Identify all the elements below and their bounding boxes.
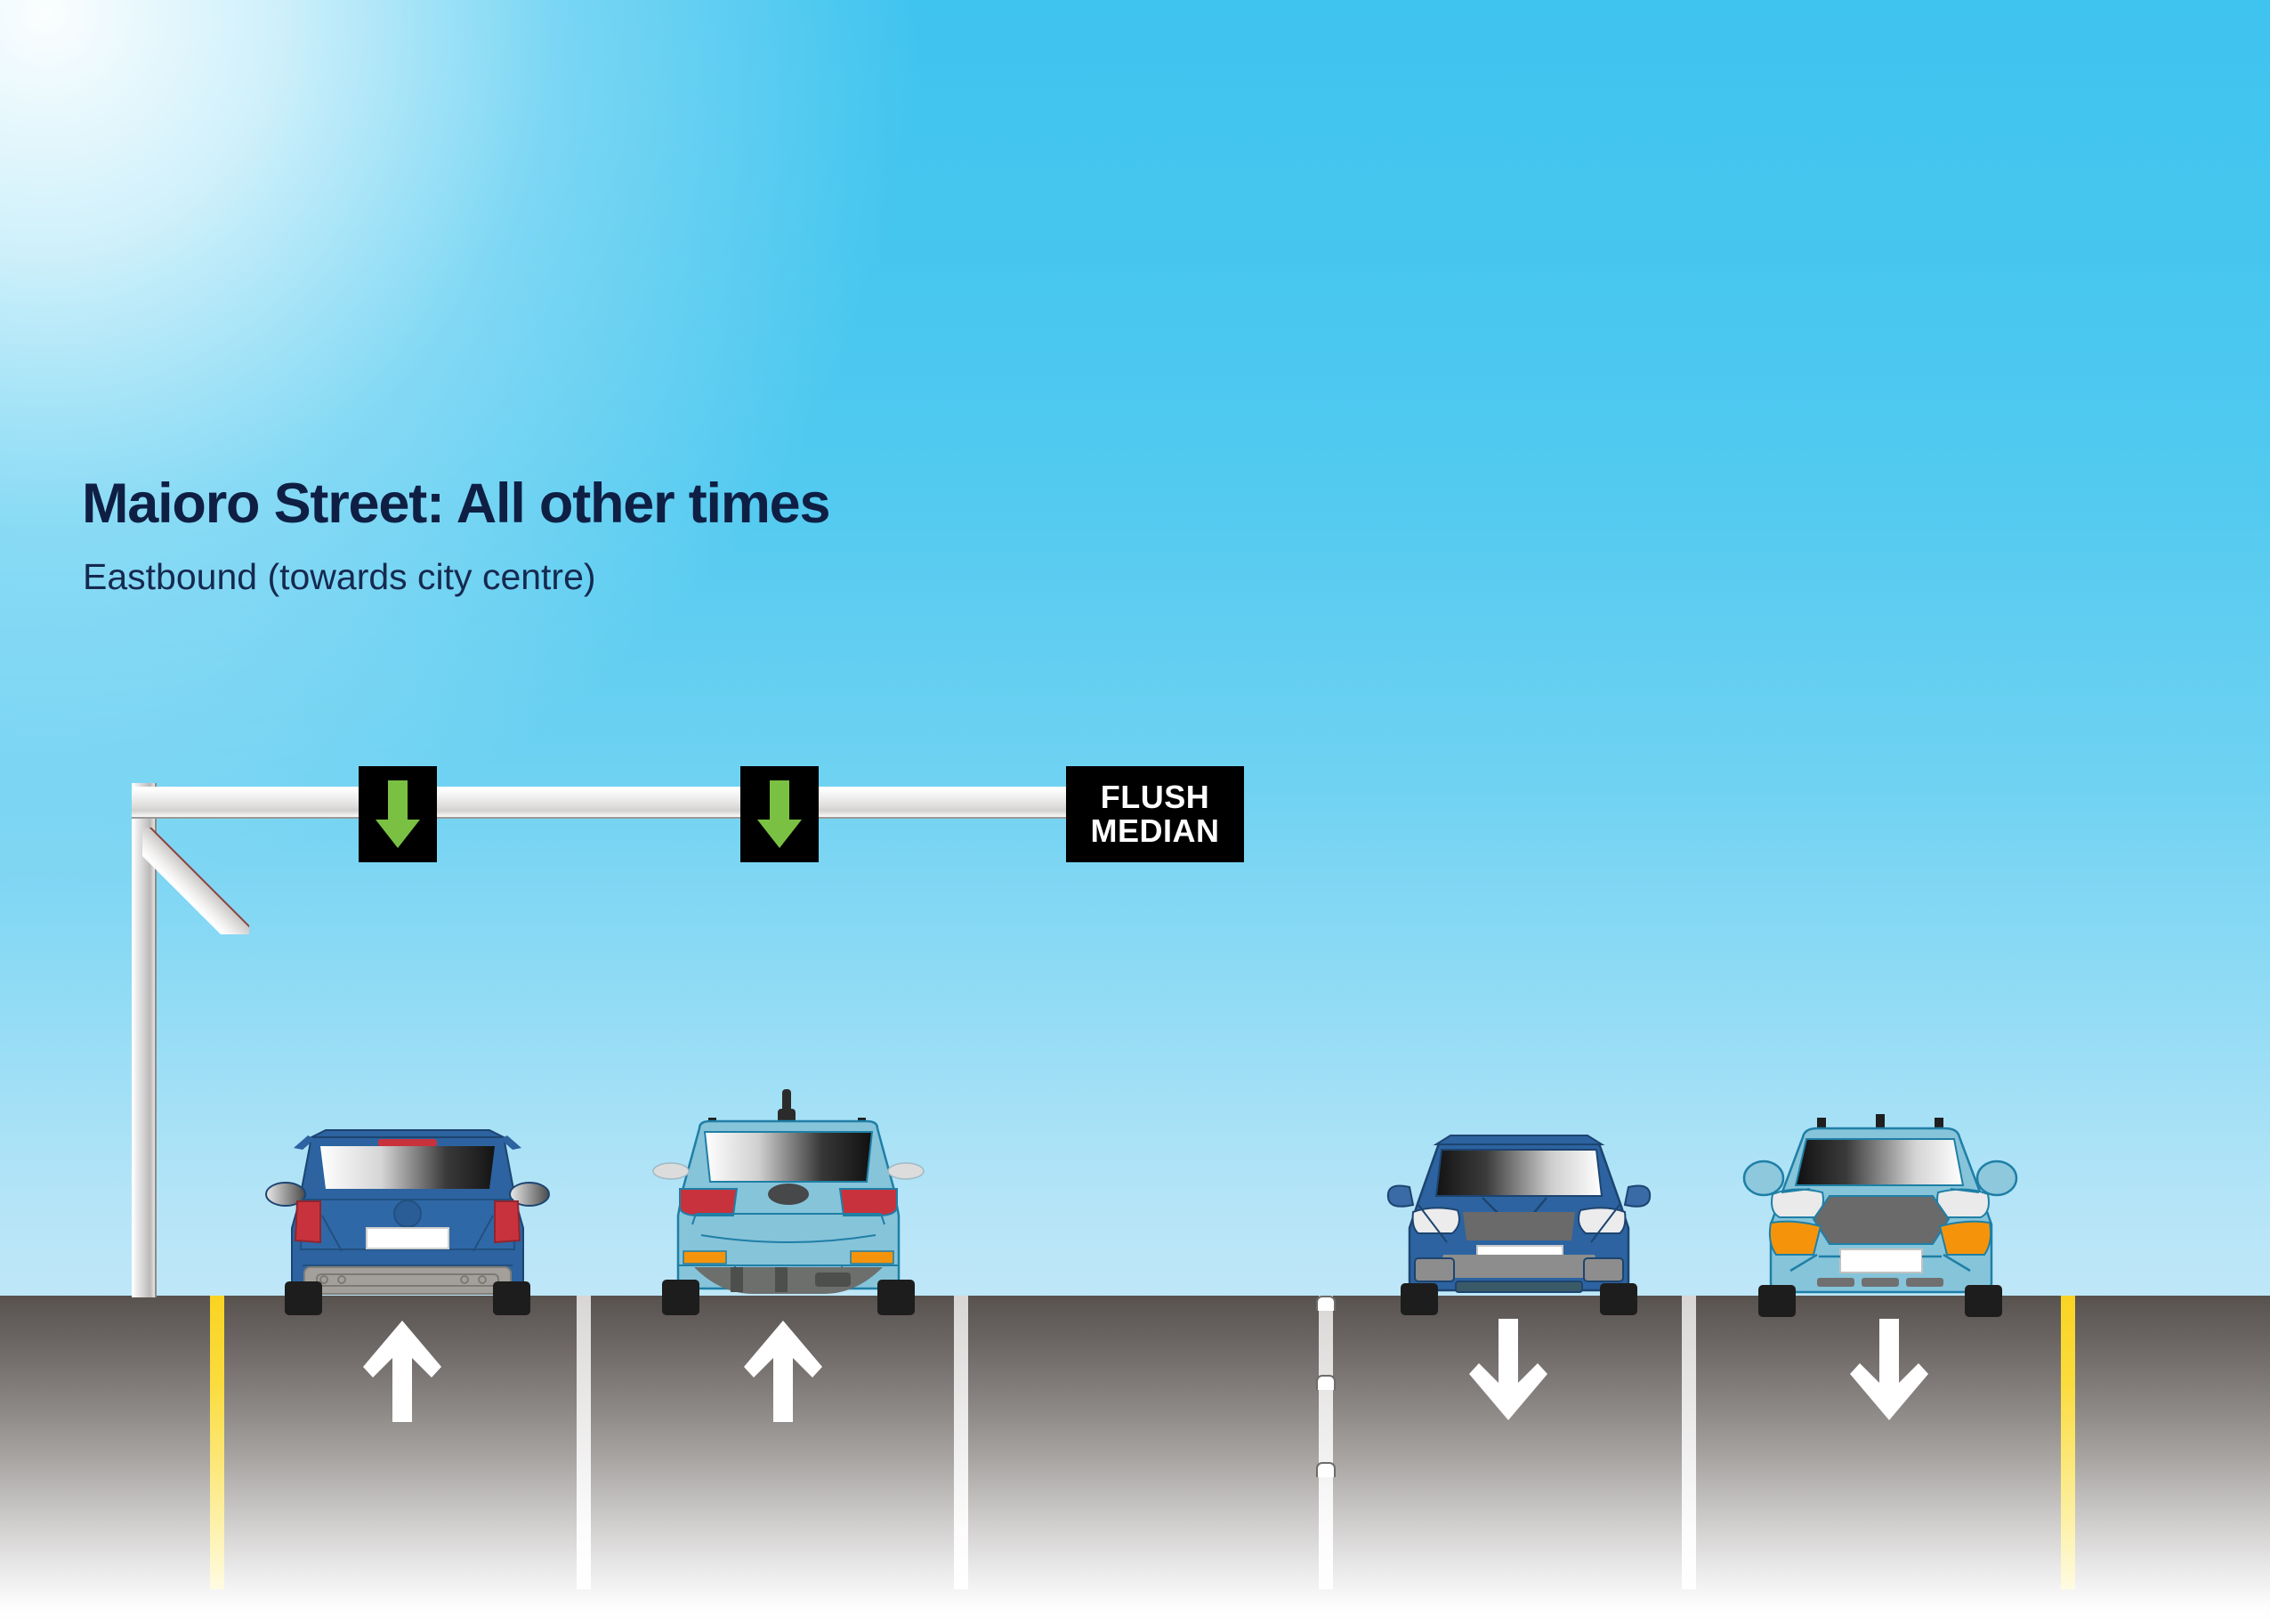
up-arrow-road-marking — [362, 1317, 442, 1424]
gantry-diagonal-brace — [142, 828, 249, 934]
vehicle-light-blue-hatch-rear — [637, 1082, 940, 1315]
road-stud-icon — [1316, 1462, 1336, 1477]
green-down-arrow-icon — [755, 779, 804, 850]
up-arrow-road-marking — [743, 1317, 823, 1424]
flush-median-line-2: MEDIAN — [1090, 812, 1220, 849]
page-subtitle: Eastbound (towards city centre) — [83, 556, 596, 597]
flush-median-line-1: FLUSH — [1100, 778, 1210, 815]
gantry-horizontal-beam — [132, 787, 1244, 819]
lane-signal-sign-1[interactable] — [359, 766, 437, 862]
lane-divider-1 — [577, 1296, 591, 1589]
page-title: Maioro Street: All other times — [82, 473, 831, 535]
vehicle-dark-blue-sedan-front — [1377, 1112, 1660, 1315]
flush-median-sign[interactable]: FLUSH MEDIAN — [1066, 766, 1244, 862]
down-arrow-road-marking — [1468, 1317, 1548, 1424]
vehicle-dark-blue-wagon-rear — [256, 1096, 559, 1315]
lane-divider-3 — [1682, 1296, 1696, 1589]
right-edge-line-yellow — [2061, 1296, 2075, 1589]
left-edge-line-yellow — [210, 1296, 224, 1589]
vehicle-light-blue-suv-front — [1735, 1100, 2025, 1317]
sky-background — [0, 0, 2270, 1301]
road-surface — [0, 1296, 2270, 1624]
road-stud-icon — [1316, 1375, 1336, 1390]
road-stud-icon — [1316, 1296, 1336, 1311]
flush-median-line — [1319, 1296, 1333, 1589]
lane-divider-2 — [954, 1296, 968, 1589]
lane-signal-sign-2[interactable] — [740, 766, 819, 862]
down-arrow-road-marking — [1849, 1317, 1929, 1424]
green-down-arrow-icon — [374, 779, 422, 850]
